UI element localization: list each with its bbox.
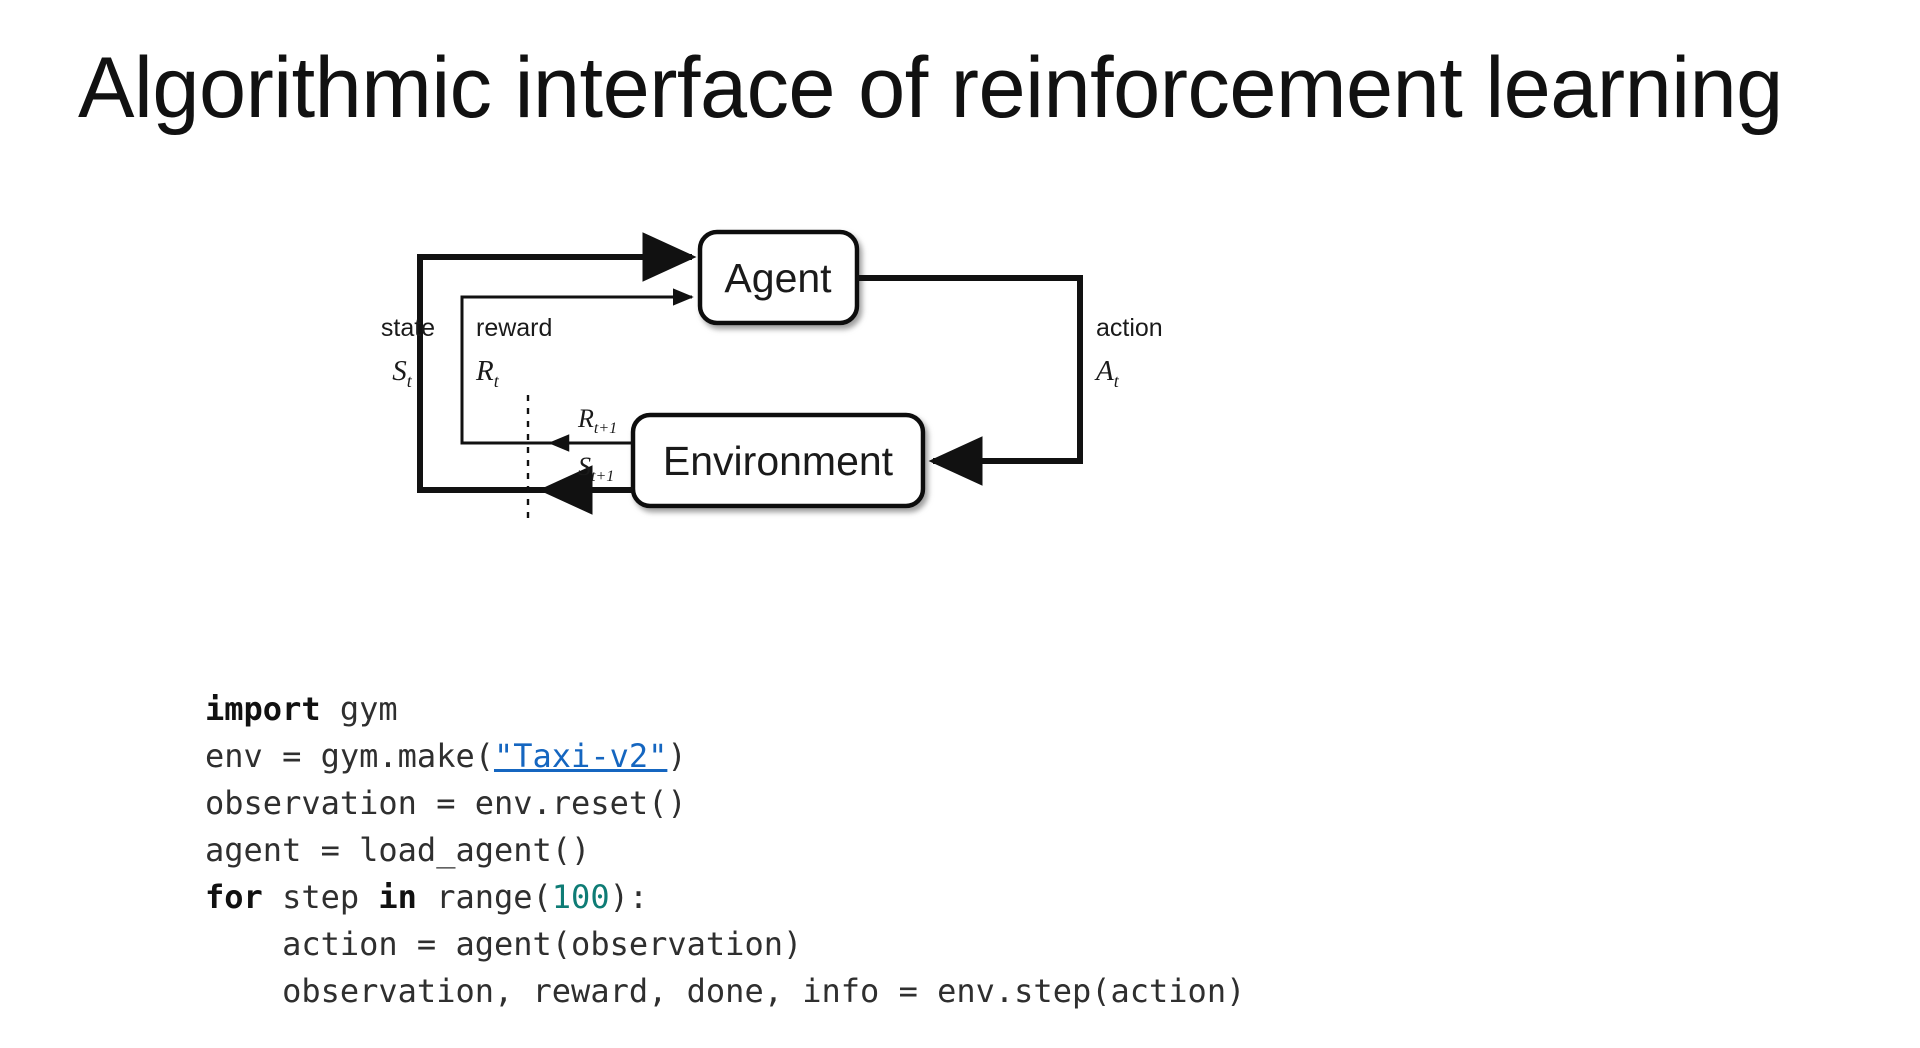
- code-text: ):: [609, 878, 649, 916]
- action-edge-label: action At: [1094, 314, 1163, 391]
- code-line: action = agent(observation): [205, 921, 1245, 968]
- code-text: step: [262, 878, 379, 916]
- code-line: for step in range(100):: [205, 874, 1245, 921]
- next-state-symbol-glyph: S: [578, 452, 591, 481]
- reward-edge-label: reward Rt: [475, 314, 552, 391]
- code-text: range(: [416, 878, 552, 916]
- next-reward-symbol-subscript: t+1: [594, 420, 617, 437]
- environment-box-label: Environment: [663, 438, 894, 484]
- agent-box-label: Agent: [724, 255, 832, 301]
- state-symbol: St: [392, 355, 413, 391]
- code-keyword: for: [205, 878, 263, 916]
- code-text: action = agent(observation): [205, 925, 803, 963]
- code-number: 100: [551, 878, 610, 916]
- code-link-taxi-v2[interactable]: "Taxi-v2": [493, 737, 668, 775]
- code-keyword: in: [378, 878, 417, 916]
- code-keyword: import: [205, 690, 321, 728]
- state-symbol-subscript: t: [407, 371, 413, 391]
- agent-box: Agent: [697, 229, 860, 326]
- state-symbol-glyph: S: [392, 355, 407, 387]
- state-edge-path: [417, 232, 697, 493]
- reward-symbol-subscript: t: [494, 371, 500, 391]
- environment-box-rect: [630, 412, 926, 509]
- reward-symbol: Rt: [475, 355, 500, 391]
- code-text: ): [667, 737, 687, 775]
- agent-environment-diagram-svg: Agent Environment state St reward: [381, 229, 1163, 518]
- state-label-text: state: [381, 314, 435, 342]
- code-line: agent = load_agent(): [205, 827, 1245, 874]
- code-text: observation, reward, done, info = env.st…: [205, 972, 1246, 1010]
- next-state-symbol-subscript: t+1: [591, 468, 614, 485]
- next-reward-symbol-glyph: R: [577, 404, 594, 433]
- action-symbol-subscript: t: [1114, 371, 1120, 391]
- code-line: import gym: [205, 686, 1245, 733]
- reward-symbol-glyph: R: [475, 355, 494, 387]
- code-line: observation = env.reset(): [205, 780, 1245, 827]
- rl-loop-diagram: Agent Environment state St reward: [380, 200, 1380, 530]
- action-edge-path: [857, 275, 1083, 486]
- code-text: gym: [320, 690, 398, 728]
- page-title: Algorithmic interface of reinforcement l…: [78, 40, 1783, 136]
- code-line: observation, reward, done, info = env.st…: [205, 968, 1245, 1015]
- code-text: observation = env.reset(): [205, 784, 687, 822]
- code-text: agent = load_agent(): [205, 831, 591, 869]
- code-line: env = gym.make("Taxi-v2"): [205, 733, 1245, 780]
- next-state-symbol: St+1: [578, 452, 614, 485]
- next-reward-symbol: Rt+1: [577, 404, 617, 437]
- code-text: env = gym.make(: [205, 737, 494, 775]
- environment-box: Environment: [630, 412, 926, 509]
- action-symbol-glyph: A: [1094, 355, 1114, 387]
- action-symbol: At: [1094, 355, 1120, 391]
- action-label-text: action: [1096, 314, 1163, 342]
- state-edge-label: state St: [381, 314, 435, 391]
- reward-edge-path: [460, 288, 694, 445]
- reward-label-text: reward: [476, 314, 552, 342]
